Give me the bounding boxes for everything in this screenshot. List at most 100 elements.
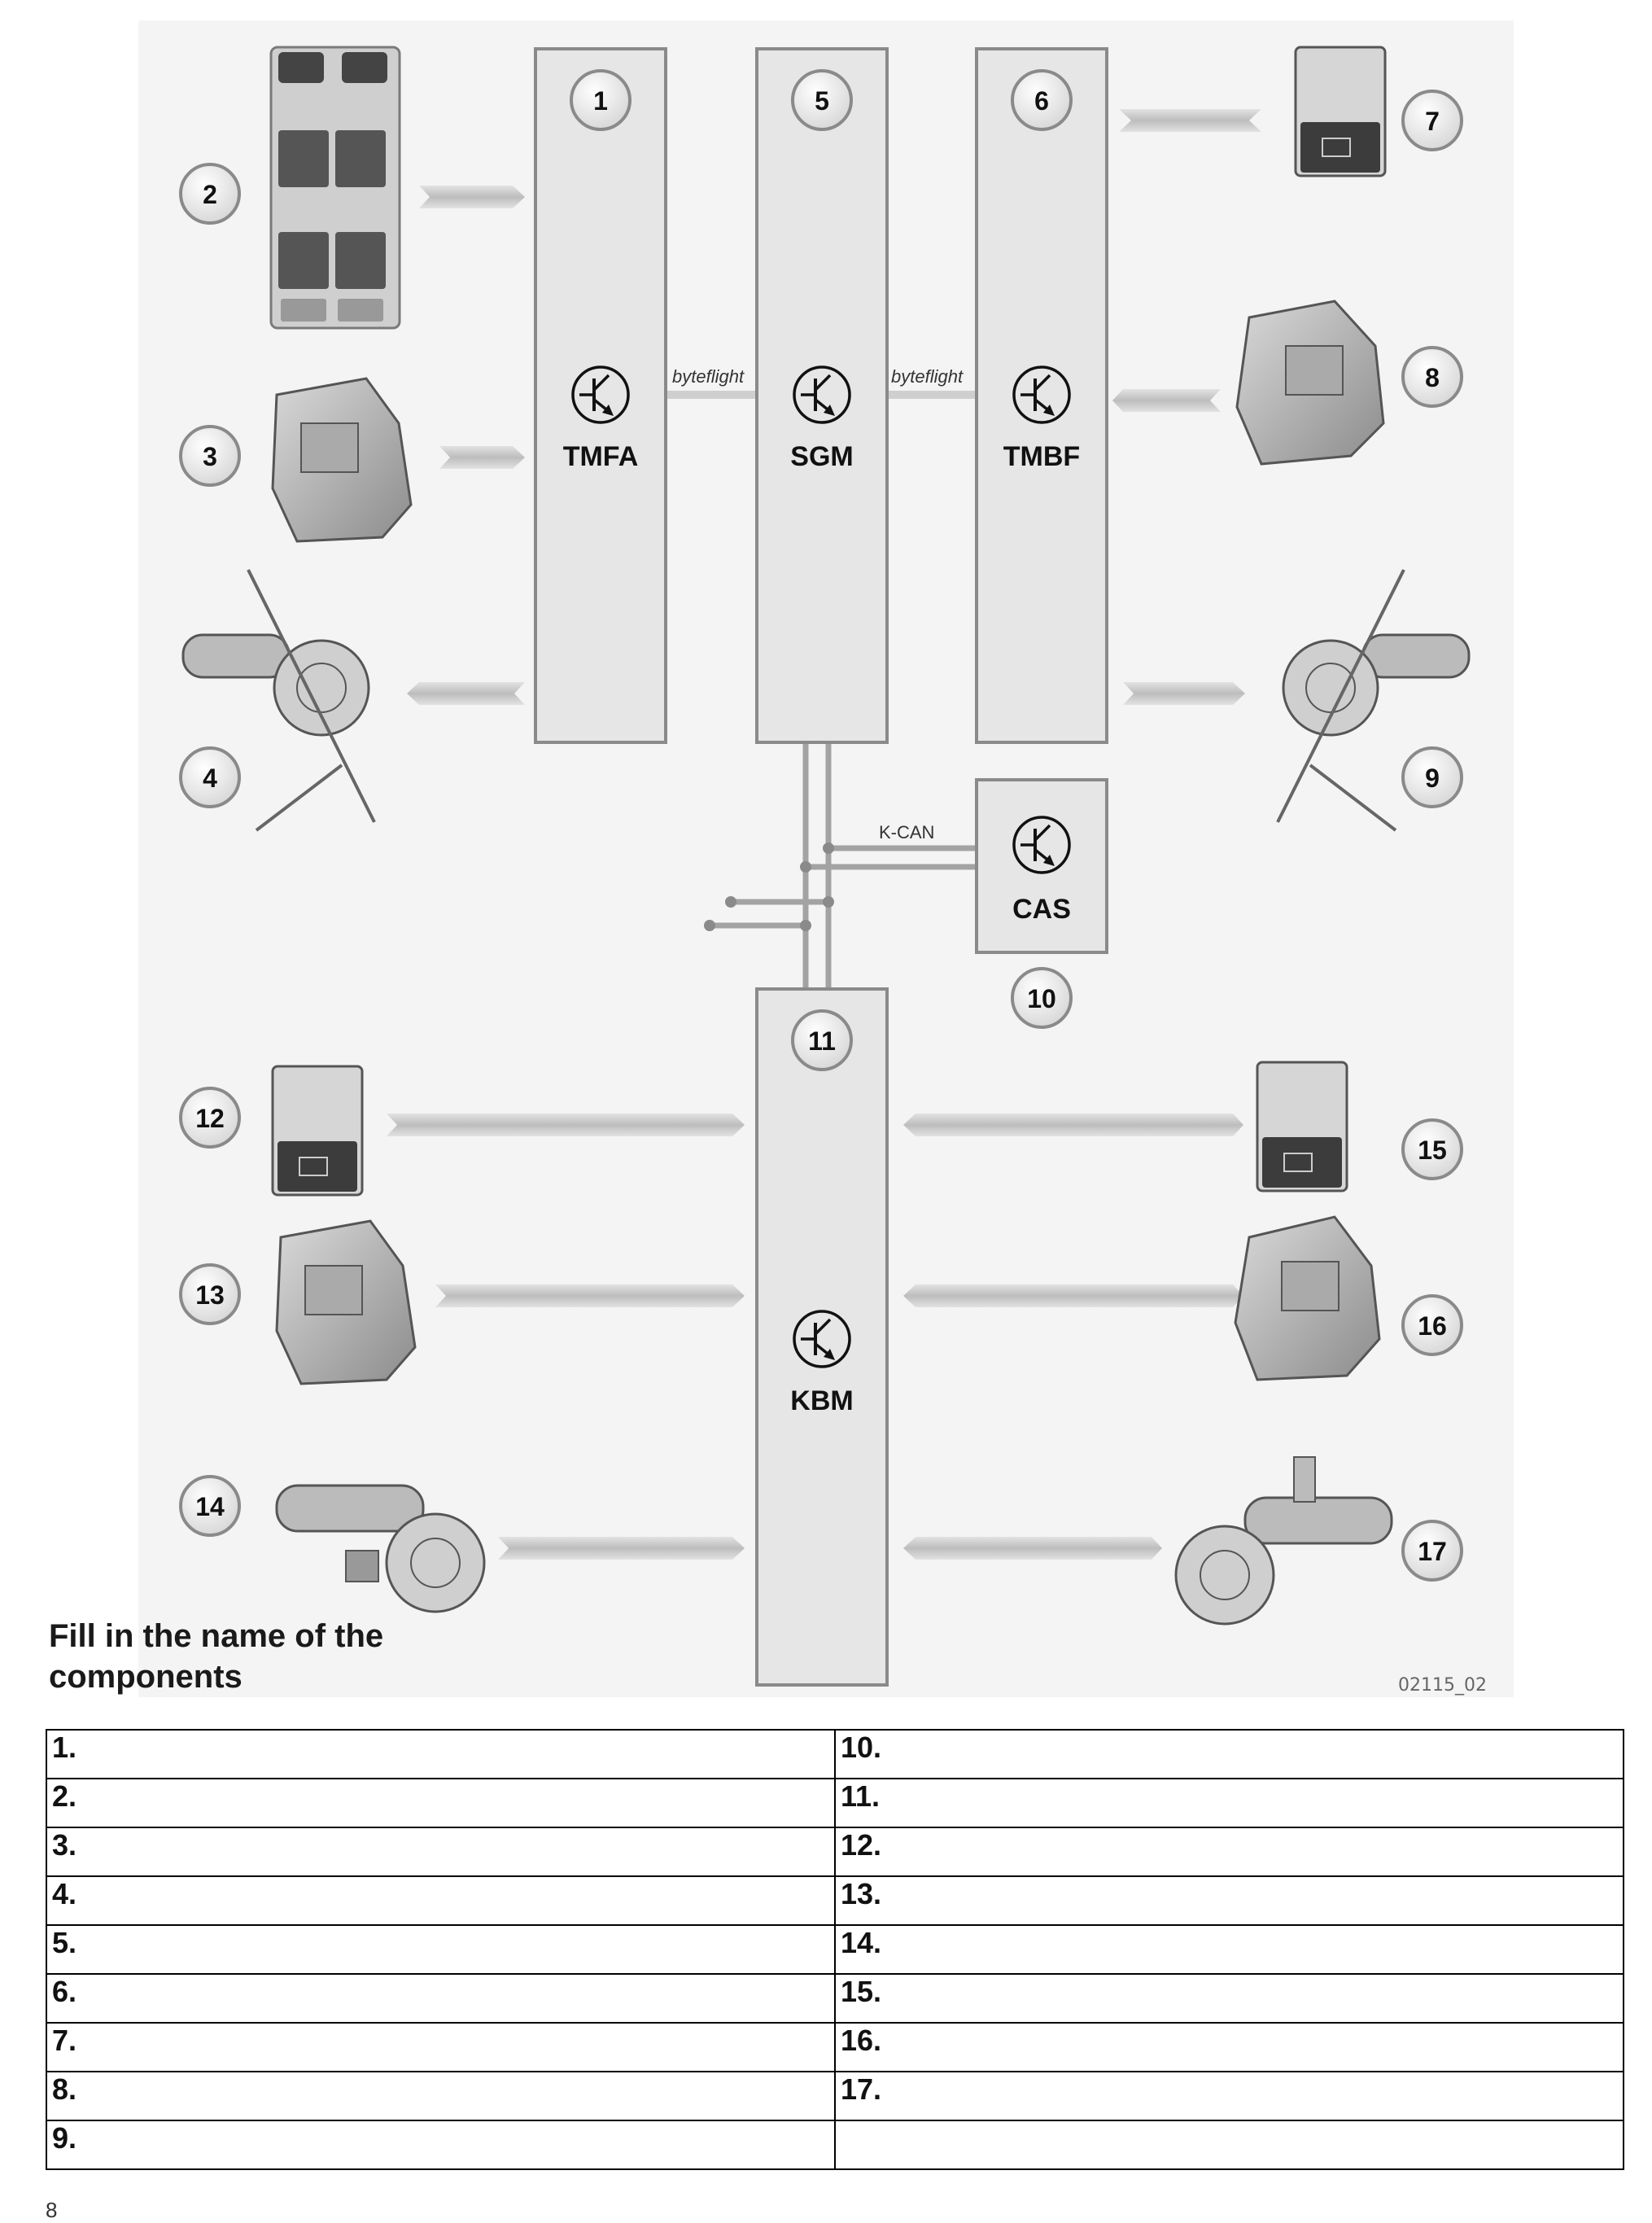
answer-cell-right[interactable]: 10. xyxy=(834,1729,1624,1779)
callout-6: 6 xyxy=(1011,69,1073,131)
callout-number: 4 xyxy=(203,764,217,793)
callout-number: 3 xyxy=(203,442,217,471)
callout-circle xyxy=(791,69,853,131)
window-motor-icon xyxy=(1276,569,1471,832)
table-row: 2.11. xyxy=(46,1778,1624,1828)
window-motor-icon xyxy=(181,569,376,832)
table-row: 1.10. xyxy=(46,1729,1624,1779)
callout-circle xyxy=(1401,1294,1463,1356)
answer-cell-right[interactable]: 14. xyxy=(834,1924,1624,1975)
answer-cell-left[interactable]: 1. xyxy=(46,1729,836,1779)
callout-13: 13 xyxy=(179,1263,241,1325)
window-motor-icon xyxy=(275,1484,486,1613)
table-row: 3.12. xyxy=(46,1827,1624,1877)
answer-cell-right[interactable]: 16. xyxy=(834,2022,1624,2072)
callout-11: 11 xyxy=(791,1009,853,1071)
single-window-switch-icon xyxy=(271,1065,364,1197)
answer-cell-left[interactable]: 3. xyxy=(46,1827,836,1877)
callout-number: 14 xyxy=(195,1492,225,1521)
callout-number: 7 xyxy=(1425,107,1440,136)
answer-cell-left[interactable]: 8. xyxy=(46,2071,836,2121)
answer-cell-left[interactable]: 7. xyxy=(46,2022,836,2072)
callout-number: 17 xyxy=(1418,1537,1447,1566)
door-lock-icon xyxy=(271,377,413,543)
arrow-3-to-1 xyxy=(439,446,525,469)
callout-4: 4 xyxy=(179,746,241,808)
callout-number: 13 xyxy=(195,1280,225,1310)
module-tmbf-label: TMBF xyxy=(1003,441,1080,472)
answer-cell-left[interactable]: 5. xyxy=(46,1924,836,1975)
answer-cell-right[interactable]: 15. xyxy=(834,1973,1624,2024)
single-window-switch-icon xyxy=(1294,46,1387,177)
callout-number: 2 xyxy=(203,180,217,209)
answer-cell-right[interactable]: 11. xyxy=(834,1778,1624,1828)
callout-circle xyxy=(179,1263,241,1325)
callout-circle xyxy=(791,1009,853,1071)
callout-3: 3 xyxy=(179,425,241,487)
callout-circle xyxy=(179,425,241,487)
figure-id: 02115_02 xyxy=(1398,1675,1487,1696)
answer-cell-left[interactable]: 6. xyxy=(46,1973,836,2024)
callout-circle xyxy=(1011,69,1073,131)
answer-cell-right[interactable] xyxy=(834,2120,1624,2170)
table-row: 6.15. xyxy=(46,1973,1624,2024)
callout-number: 15 xyxy=(1418,1136,1447,1165)
arrow-1-to-4 xyxy=(407,682,525,705)
answer-cell-right[interactable]: 17. xyxy=(834,2071,1624,2121)
answer-cell-right[interactable]: 12. xyxy=(834,1827,1624,1877)
byteflight-label-right: byteflight xyxy=(891,366,964,387)
callout-number: 1 xyxy=(593,86,608,116)
callout-circle xyxy=(1401,1520,1463,1582)
callout-16: 16 xyxy=(1401,1294,1463,1356)
callout-1: 1 xyxy=(570,69,632,131)
answer-cell-left[interactable]: 2. xyxy=(46,1778,836,1828)
callout-circle xyxy=(1401,346,1463,408)
module-cas-label: CAS xyxy=(1012,894,1071,925)
arrow-8-to-6 xyxy=(1112,389,1221,412)
answer-table: 1.10.2.11.3.12.4.13.5.14.6.15.7.16.8.17.… xyxy=(46,1729,1624,2170)
module-cas: CAS xyxy=(975,778,1108,954)
callout-circle xyxy=(1401,746,1463,808)
module-tmfa-label: TMFA xyxy=(563,441,639,472)
byteflight-label-left: byteflight xyxy=(672,366,745,387)
callout-2: 2 xyxy=(179,163,241,225)
module-kbm: KBM xyxy=(755,987,889,1687)
module-kbm-label: KBM xyxy=(790,1385,853,1416)
callout-circle xyxy=(179,1475,241,1537)
callout-17: 17 xyxy=(1401,1520,1463,1582)
k-can-label: K-CAN xyxy=(879,822,934,842)
answer-cell-left[interactable]: 9. xyxy=(46,2120,836,2170)
single-window-switch-icon xyxy=(1256,1061,1348,1192)
callout-circle xyxy=(1401,1118,1463,1180)
module-sgm: SGM xyxy=(755,47,889,744)
callout-14: 14 xyxy=(179,1475,241,1537)
callout-9: 9 xyxy=(1401,746,1463,808)
window-switch-block-icon xyxy=(269,46,401,330)
module-tmbf: TMBF xyxy=(975,47,1108,744)
callout-circle xyxy=(1401,90,1463,151)
callout-circle xyxy=(179,1087,241,1149)
door-lock-icon xyxy=(1234,1215,1381,1381)
callout-15: 15 xyxy=(1401,1118,1463,1180)
callout-circle xyxy=(570,69,632,131)
arrow-7-to-6 xyxy=(1119,109,1261,132)
table-row: 5.14. xyxy=(46,1924,1624,1975)
answer-cell-left[interactable]: 4. xyxy=(46,1875,836,1926)
signal-arrows xyxy=(387,109,1261,1560)
table-row: 9. xyxy=(46,2120,1624,2170)
callout-number: 8 xyxy=(1425,363,1440,392)
callout-8: 8 xyxy=(1401,346,1463,408)
callout-number: 9 xyxy=(1425,764,1440,793)
door-lock-icon xyxy=(275,1219,417,1385)
arrow-13-to-11 xyxy=(435,1284,745,1307)
answer-cell-right[interactable]: 13. xyxy=(834,1875,1624,1926)
arrow-2-to-1 xyxy=(419,186,525,208)
callout-7: 7 xyxy=(1401,90,1463,151)
arrow-6-to-9 xyxy=(1123,682,1245,705)
page-number: 8 xyxy=(46,2198,58,2222)
module-tmfa: TMFA xyxy=(534,47,667,744)
callout-number: 6 xyxy=(1034,86,1049,116)
arrow-14-to-11 xyxy=(498,1537,745,1560)
arrow-11-to-15 xyxy=(903,1114,1243,1136)
